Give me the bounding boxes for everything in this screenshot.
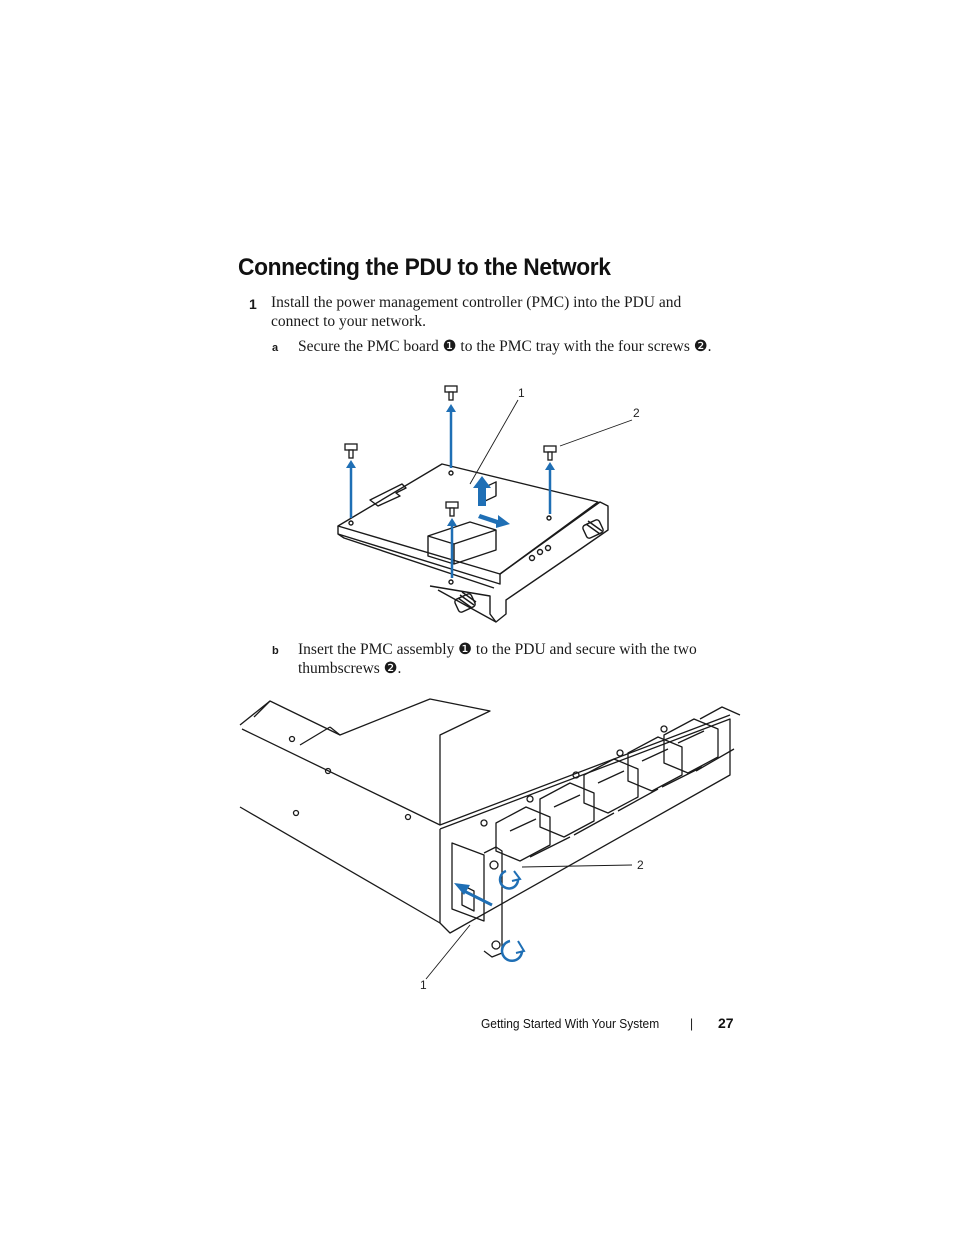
step-1-line-1: Install the power management controller … [271, 294, 682, 311]
substep-b-text: Insert the PMC assembly ❶ to the PDU and… [298, 640, 697, 678]
power-outlets [480, 706, 741, 862]
step-1-text: Install the power management controller … [271, 293, 681, 331]
page-number: 27 [718, 1015, 734, 1031]
step-number: 1 [249, 296, 257, 312]
screw-icon [543, 445, 557, 461]
pmc-assembly [451, 842, 485, 922]
step-1-line-2: connect to your network. [271, 313, 426, 330]
footer-section-title: Getting Started With Your System [481, 1016, 660, 1031]
pdu-front-panel [439, 718, 731, 934]
substep-letter-b: b [272, 645, 279, 657]
page-title: Connecting the PDU to the Network [238, 254, 611, 281]
board-slide-arrow-icon [478, 514, 510, 528]
substep-letter-a: a [272, 342, 279, 354]
screw-icon [445, 501, 459, 517]
screw-icon [444, 385, 458, 401]
substep-b-line-1: Insert the PMC assembly ❶ to the PDU and… [298, 641, 697, 658]
thumbscrew-right [582, 519, 604, 539]
board-up-arrow-icon [473, 476, 491, 506]
footer-separator: | [690, 1016, 694, 1031]
pmc-bracket [429, 501, 609, 623]
figure-pmc-board [337, 385, 633, 623]
figure1-callout-1: 1 [518, 386, 525, 400]
rotate-cw-icon [500, 939, 526, 963]
screw-icon [344, 443, 358, 459]
figure1-callout-2: 2 [633, 406, 640, 420]
insert-arrow-icon [454, 883, 493, 907]
thumbscrew-left [454, 591, 477, 613]
figure2-callout-2: 2 [637, 858, 644, 872]
figure-pdu-chassis [239, 698, 741, 980]
substep-b-line-2: thumbscrews ❷. [298, 660, 402, 677]
pdu-chassis-top [239, 698, 731, 826]
rotate-cw-icon [498, 869, 522, 890]
substep-a-text: Secure the PMC board ❶ to the PMC tray w… [298, 338, 712, 355]
figure2-callout-1: 1 [420, 978, 427, 992]
pmc-board-outline [337, 463, 599, 575]
